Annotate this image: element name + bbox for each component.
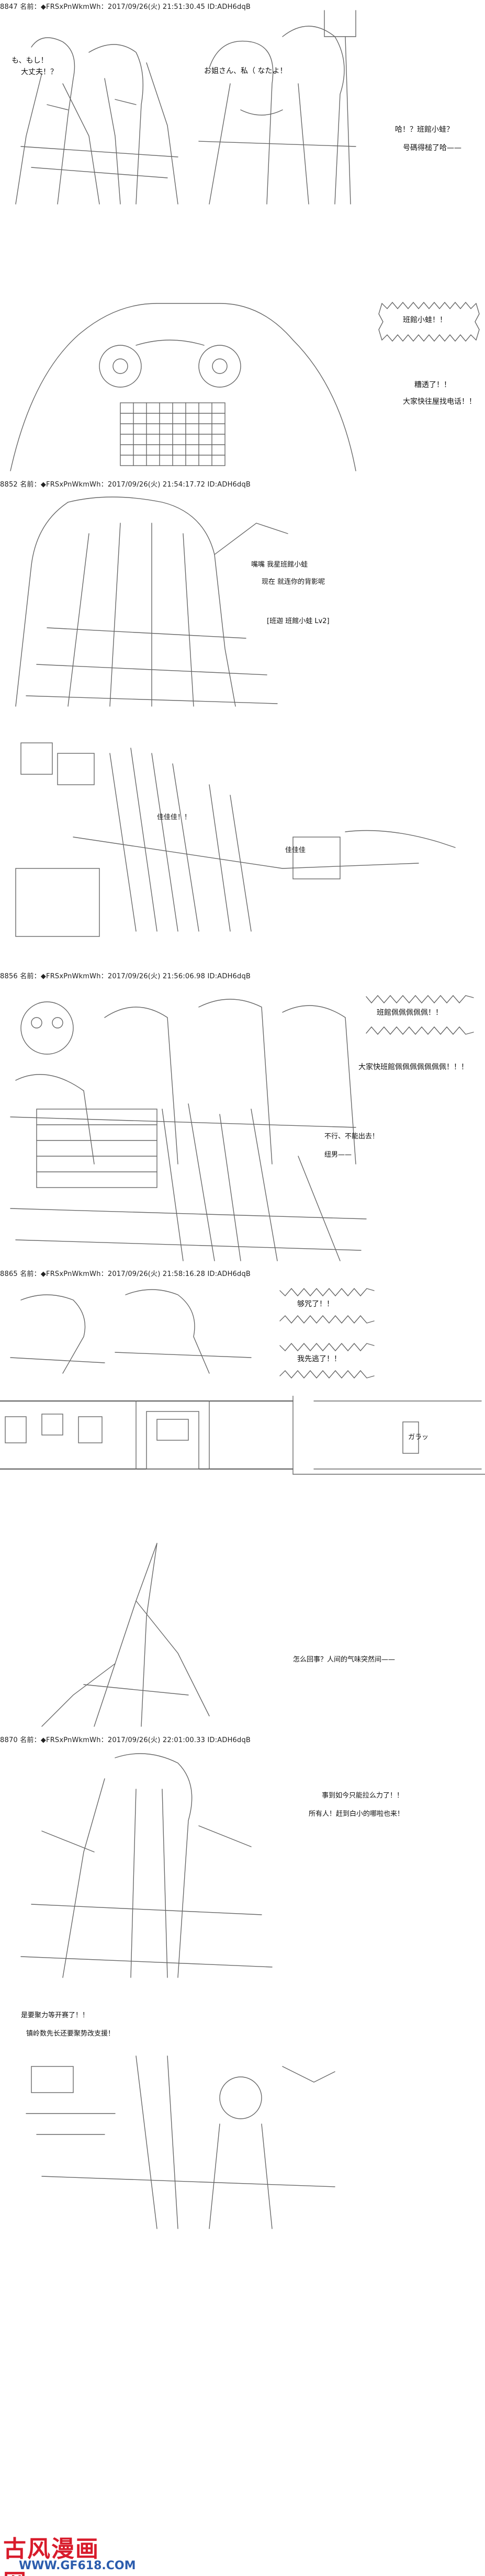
dialogue-d2: 大丈夫！？ (21, 68, 58, 76)
dialogue-d5: 号碼得槌了哈—— (403, 144, 461, 152)
dialogue-d20: 我先逃了！！ (297, 1355, 341, 1363)
dialogue-d15: 大家快班館佩佩佩佩佩佩佩！！！ (358, 1063, 468, 1071)
watermark-logo-text: 古风漫画网 (3, 2536, 99, 2576)
dialogue-d10: 现在 就连你的背影呢 (262, 578, 325, 586)
dialogue-d23: 所有人！赶到白小的哪啦也来！ (309, 1810, 404, 1818)
aa-final-scene (21, 2051, 345, 2239)
post-header-8852: 8852 名前：◆FRSxPnWkmWh：2017/09/26(火) 21:54… (0, 481, 251, 489)
dialogue-d8: 大家快往屋找电话！！ (403, 398, 476, 406)
dialogue-d4: 哈！？班館小蛙？ (395, 126, 454, 134)
aa-ninja-swarm (5, 1093, 371, 1266)
aa-hooded-figure (5, 492, 371, 711)
dialogue-d17: 纽男—— (324, 1151, 352, 1159)
spiky-bubble-4 (275, 1339, 379, 1381)
post-header-8870: 8870 名前：◆FRSxPnWkmWh：2017/09/26(火) 22:01… (0, 1736, 251, 1744)
post-header-8865: 8865 名前：◆FRSxPnWkmWh：2017/09/26(火) 21:58… (0, 1270, 251, 1278)
dialogue-d9: 嘴嘴 我星班館小蛙 (251, 561, 308, 569)
dialogue-d11: [班迦 班館小蛙 Lv2] (267, 617, 330, 625)
watermark-url-text: WWW.GF618.COM (19, 2559, 136, 2572)
dialogue-d16: 不行、不能出去！ (324, 1133, 379, 1140)
dialogue-d26: ガラッ (408, 1433, 429, 1441)
aa-building-facade (0, 1396, 485, 1479)
aa-panic-group (0, 986, 361, 1169)
aa-mascot-face (0, 272, 366, 476)
aa-characters-group-1 (10, 31, 183, 209)
aa-crowd-scene (10, 732, 460, 952)
dialogue-d14: 班館佩佩佩佩佩！！ (377, 1009, 443, 1017)
site-watermark: 古风漫画网 WWW.GF618.COM (3, 2527, 136, 2576)
post-header-8856: 8856 名前：◆FRSxPnWkmWh：2017/09/26(火) 21:56… (0, 973, 251, 980)
spiky-bubble-3 (275, 1284, 379, 1326)
spiky-bubble-1 (377, 298, 481, 345)
dialogue-d13: 佳佳佳！！ (157, 814, 191, 821)
dialogue-d21: 怎么回事？人间的气味突然间—— (293, 1656, 396, 1664)
dialogue-d24: 是要聚力等开赛了！！ (21, 2012, 89, 2019)
dialogue-d25: 镇岭数先长还要聚势改支援！ (26, 2030, 115, 2038)
post-header-8847: 8847 名前：◆FRSxPnWkmWh：2017/09/26(火) 21:51… (0, 3, 251, 11)
dialogue-d6: 班館小蛙！！ (403, 316, 447, 324)
dialogue-d1: も、もし！ (12, 57, 48, 65)
spiky-bubble-2 (361, 991, 479, 1038)
aa-characters-group-2 (178, 5, 361, 209)
dialogue-d22: 事到如今只能拉么力了！！ (322, 1792, 404, 1800)
aa-warrior-figure (10, 1747, 283, 1988)
dialogue-d7: 糟透了！！ (414, 381, 451, 389)
dialogue-d12: 佳佳佳 (285, 846, 306, 854)
aa-running-figures (0, 1284, 262, 1379)
dialogue-d3: お姐さん、私（ なたよ！ (204, 67, 287, 75)
aa-tree-silhouette (21, 1538, 314, 1737)
dialogue-d19: 够咒了！！ (297, 1300, 334, 1308)
